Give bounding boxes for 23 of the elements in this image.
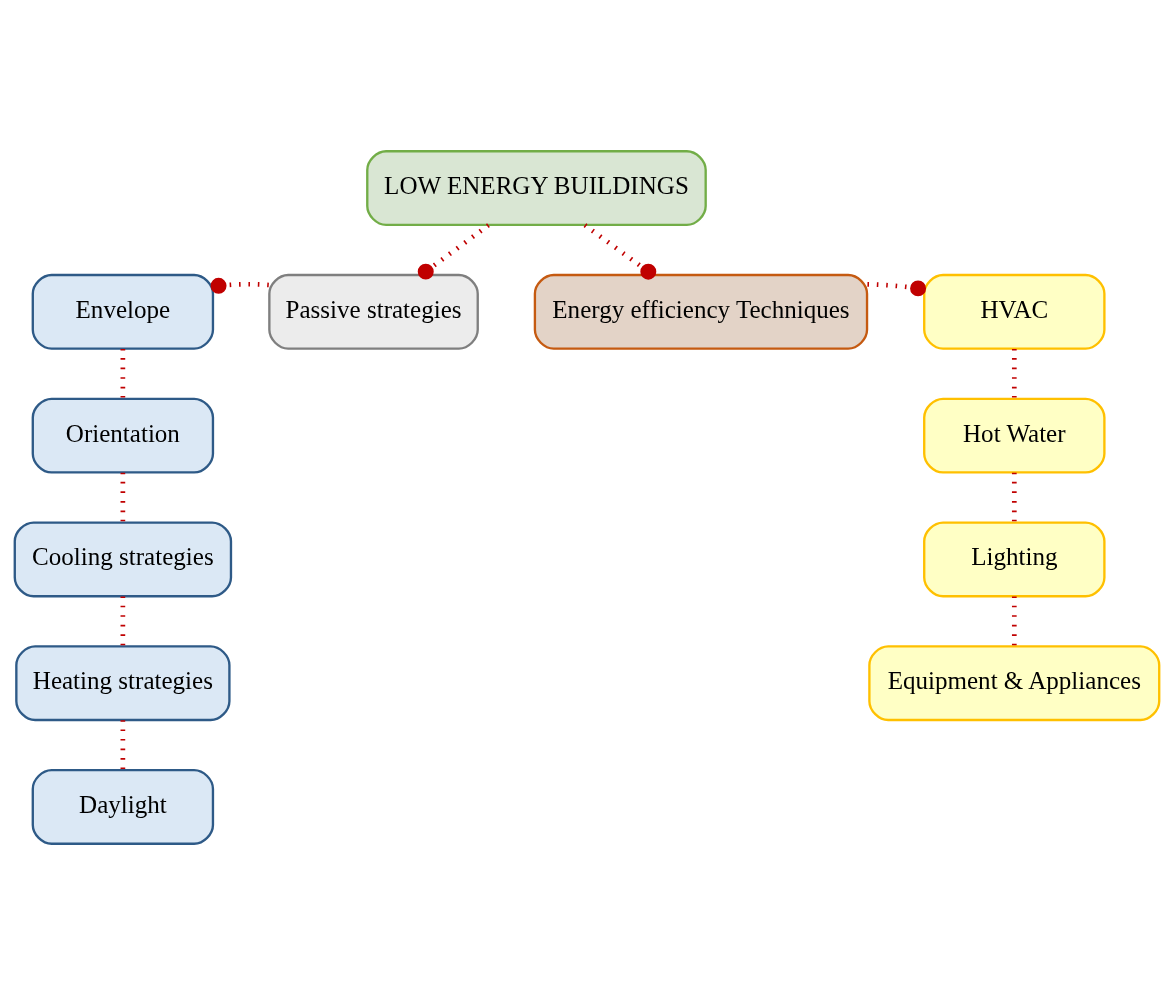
connector	[417, 222, 490, 280]
node-box: Cooling strategies	[13, 520, 233, 597]
node-box: LOW ENERGY BUILDINGS	[366, 149, 707, 226]
connector	[120, 472, 126, 523]
connector	[1011, 472, 1017, 523]
node-box: Energy efficiency Techniques	[533, 273, 869, 350]
connector	[210, 277, 269, 294]
node-box: Equipment & Appliances	[868, 644, 1161, 721]
node-box: Heating strategies	[15, 644, 231, 721]
connector	[867, 279, 927, 296]
node-box: Lighting	[923, 520, 1106, 597]
node-box: Orientation	[31, 397, 215, 474]
connector	[120, 596, 126, 646]
node-box: HVAC	[923, 273, 1106, 350]
connector	[120, 719, 126, 770]
connector	[583, 222, 657, 280]
connector	[1011, 348, 1017, 399]
connector	[1011, 596, 1017, 646]
connector	[120, 348, 126, 399]
node-box: Daylight	[31, 768, 215, 845]
node-box: Hot Water	[923, 397, 1106, 474]
node-box: Passive strategies	[268, 273, 479, 350]
node-box: Envelope	[31, 273, 215, 350]
